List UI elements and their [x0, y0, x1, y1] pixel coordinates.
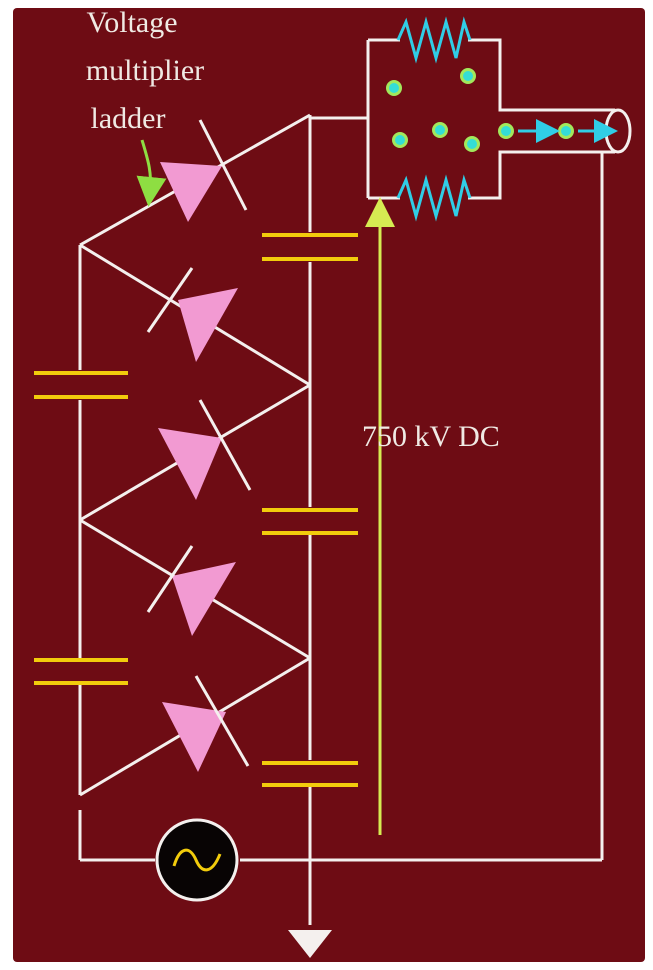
- electron: [498, 123, 514, 139]
- electron: [392, 132, 408, 148]
- diode-2: [146, 267, 238, 362]
- resistor-top: [396, 16, 472, 64]
- capacitor-center-1: [262, 233, 358, 261]
- ac-source-icon: [155, 818, 239, 902]
- resistor-bottom: [396, 174, 472, 222]
- ladder-label-line3: ladder: [91, 102, 166, 135]
- diodes: [146, 119, 252, 772]
- capacitor-center-3: [262, 761, 358, 787]
- electron: [460, 68, 476, 84]
- capacitor-left-1: [34, 371, 128, 399]
- diode-5: [162, 675, 250, 772]
- electron: [386, 80, 402, 96]
- beam-tube-assembly: [366, 16, 632, 222]
- beam-tube-icon: [604, 108, 632, 154]
- capacitors: [34, 233, 358, 787]
- diode-4: [146, 545, 236, 636]
- electrons: [386, 68, 574, 152]
- diagram-background: [13, 8, 645, 962]
- ground-arrow-icon: [288, 930, 332, 958]
- output-voltage-label: 750 kV DC: [362, 420, 500, 453]
- ladder-label-line1: Voltage: [86, 6, 177, 39]
- ladder-label-line2: multiplier: [86, 54, 204, 87]
- diode-3: [158, 399, 252, 500]
- electron: [432, 122, 448, 138]
- label-pointer-arrow: [136, 139, 167, 207]
- capacitor-center-2: [262, 508, 358, 535]
- electron: [558, 123, 574, 139]
- diode-1: [160, 119, 248, 222]
- electron: [464, 136, 480, 152]
- capacitor-left-2: [34, 658, 128, 685]
- wiring: [78, 113, 604, 925]
